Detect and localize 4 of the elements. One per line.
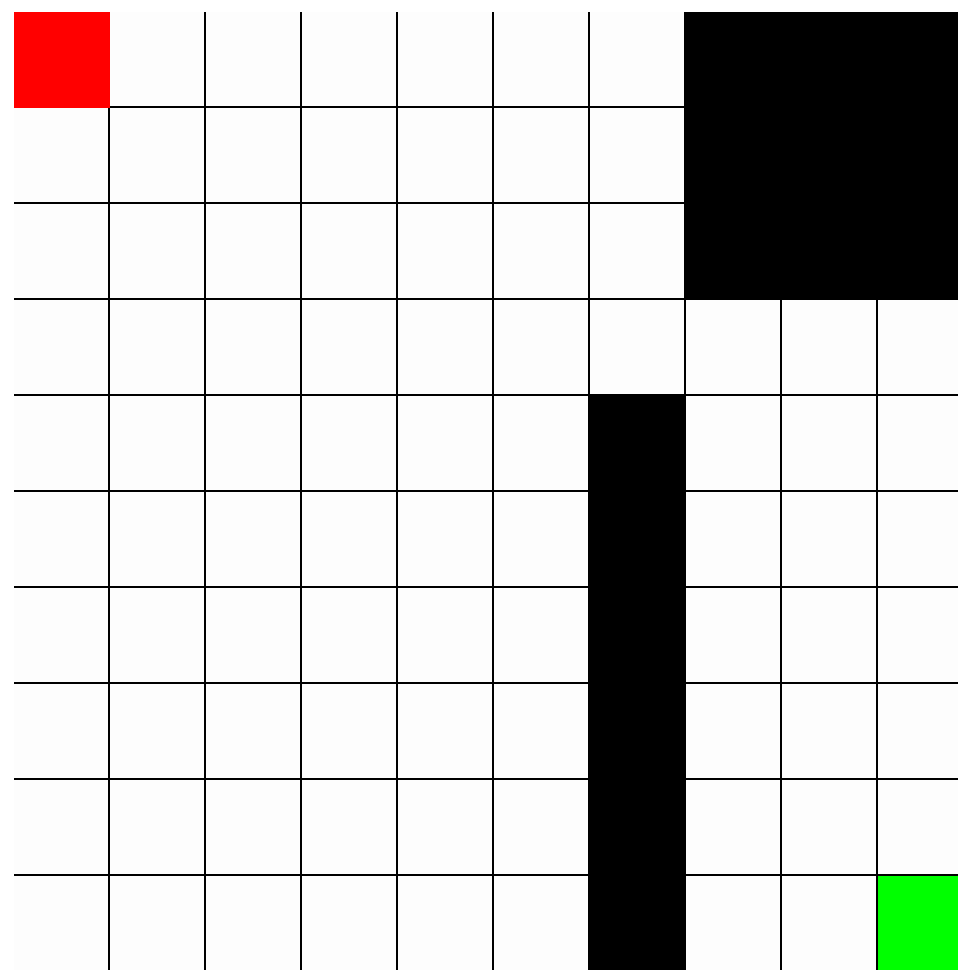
start-cell	[14, 12, 110, 108]
goal-cell	[878, 876, 958, 970]
wall-block	[686, 12, 958, 300]
wall-bar	[590, 396, 686, 970]
